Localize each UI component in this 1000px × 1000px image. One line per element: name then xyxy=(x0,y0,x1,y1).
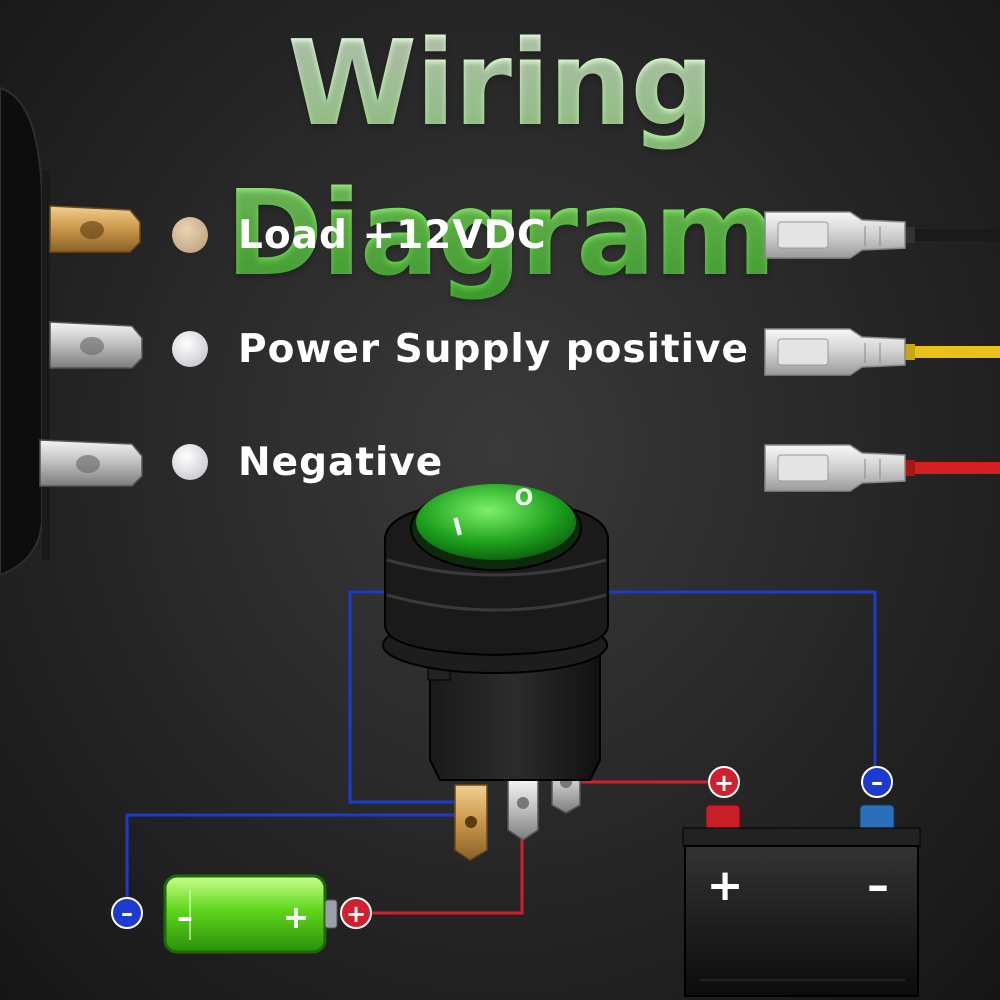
wire-blue-left xyxy=(125,813,462,900)
legend-label-negative: Negative xyxy=(238,439,444,485)
legend-label-power-positive: Power Supply positive xyxy=(238,326,749,372)
svg-text:–: – xyxy=(121,899,133,927)
page-title: Wiring Diagram xyxy=(0,8,1000,308)
terminal-gold-icon xyxy=(49,205,141,253)
battery-minus-label: – xyxy=(177,898,193,936)
wire-blue-top-loop xyxy=(348,590,877,804)
car-battery-icon: + – xyxy=(682,804,921,997)
legend-row-negative: Negative xyxy=(172,439,444,485)
switch-side-view xyxy=(0,86,50,577)
terminal-silver-icon xyxy=(49,321,143,369)
car-battery-plus-label: + xyxy=(707,860,744,911)
rocker-switch: I O xyxy=(382,484,609,861)
marker-minus-blue-left: – xyxy=(111,897,143,929)
silver-pin-dot-icon xyxy=(172,331,208,367)
connector-yellow-wire-icon xyxy=(764,328,1000,376)
switch-off-mark: O xyxy=(515,486,534,511)
car-battery-minus-label: – xyxy=(867,860,889,911)
silver-pin-dot-icon xyxy=(172,444,208,480)
wire-red-bottom xyxy=(370,835,524,915)
svg-text:+: + xyxy=(714,769,734,797)
svg-text:+: + xyxy=(346,900,366,928)
marker-plus-red: + xyxy=(708,766,740,798)
battery-plus-label: + xyxy=(283,898,310,936)
battery-icon: – + xyxy=(163,874,338,954)
connector-black-wire-icon xyxy=(764,211,1000,259)
marker-plus-red-battery: + xyxy=(340,897,372,929)
marker-minus-blue: – xyxy=(861,766,893,798)
terminal-silver-icon xyxy=(39,439,143,487)
legend-row-load: Load +12VDC xyxy=(172,212,547,258)
connector-red-wire-icon xyxy=(764,444,1000,492)
legend-row-power-positive: Power Supply positive xyxy=(172,326,749,372)
legend-label-load: Load +12VDC xyxy=(238,212,547,258)
gold-pin-dot-icon xyxy=(172,217,208,253)
svg-text:–: – xyxy=(871,768,883,796)
